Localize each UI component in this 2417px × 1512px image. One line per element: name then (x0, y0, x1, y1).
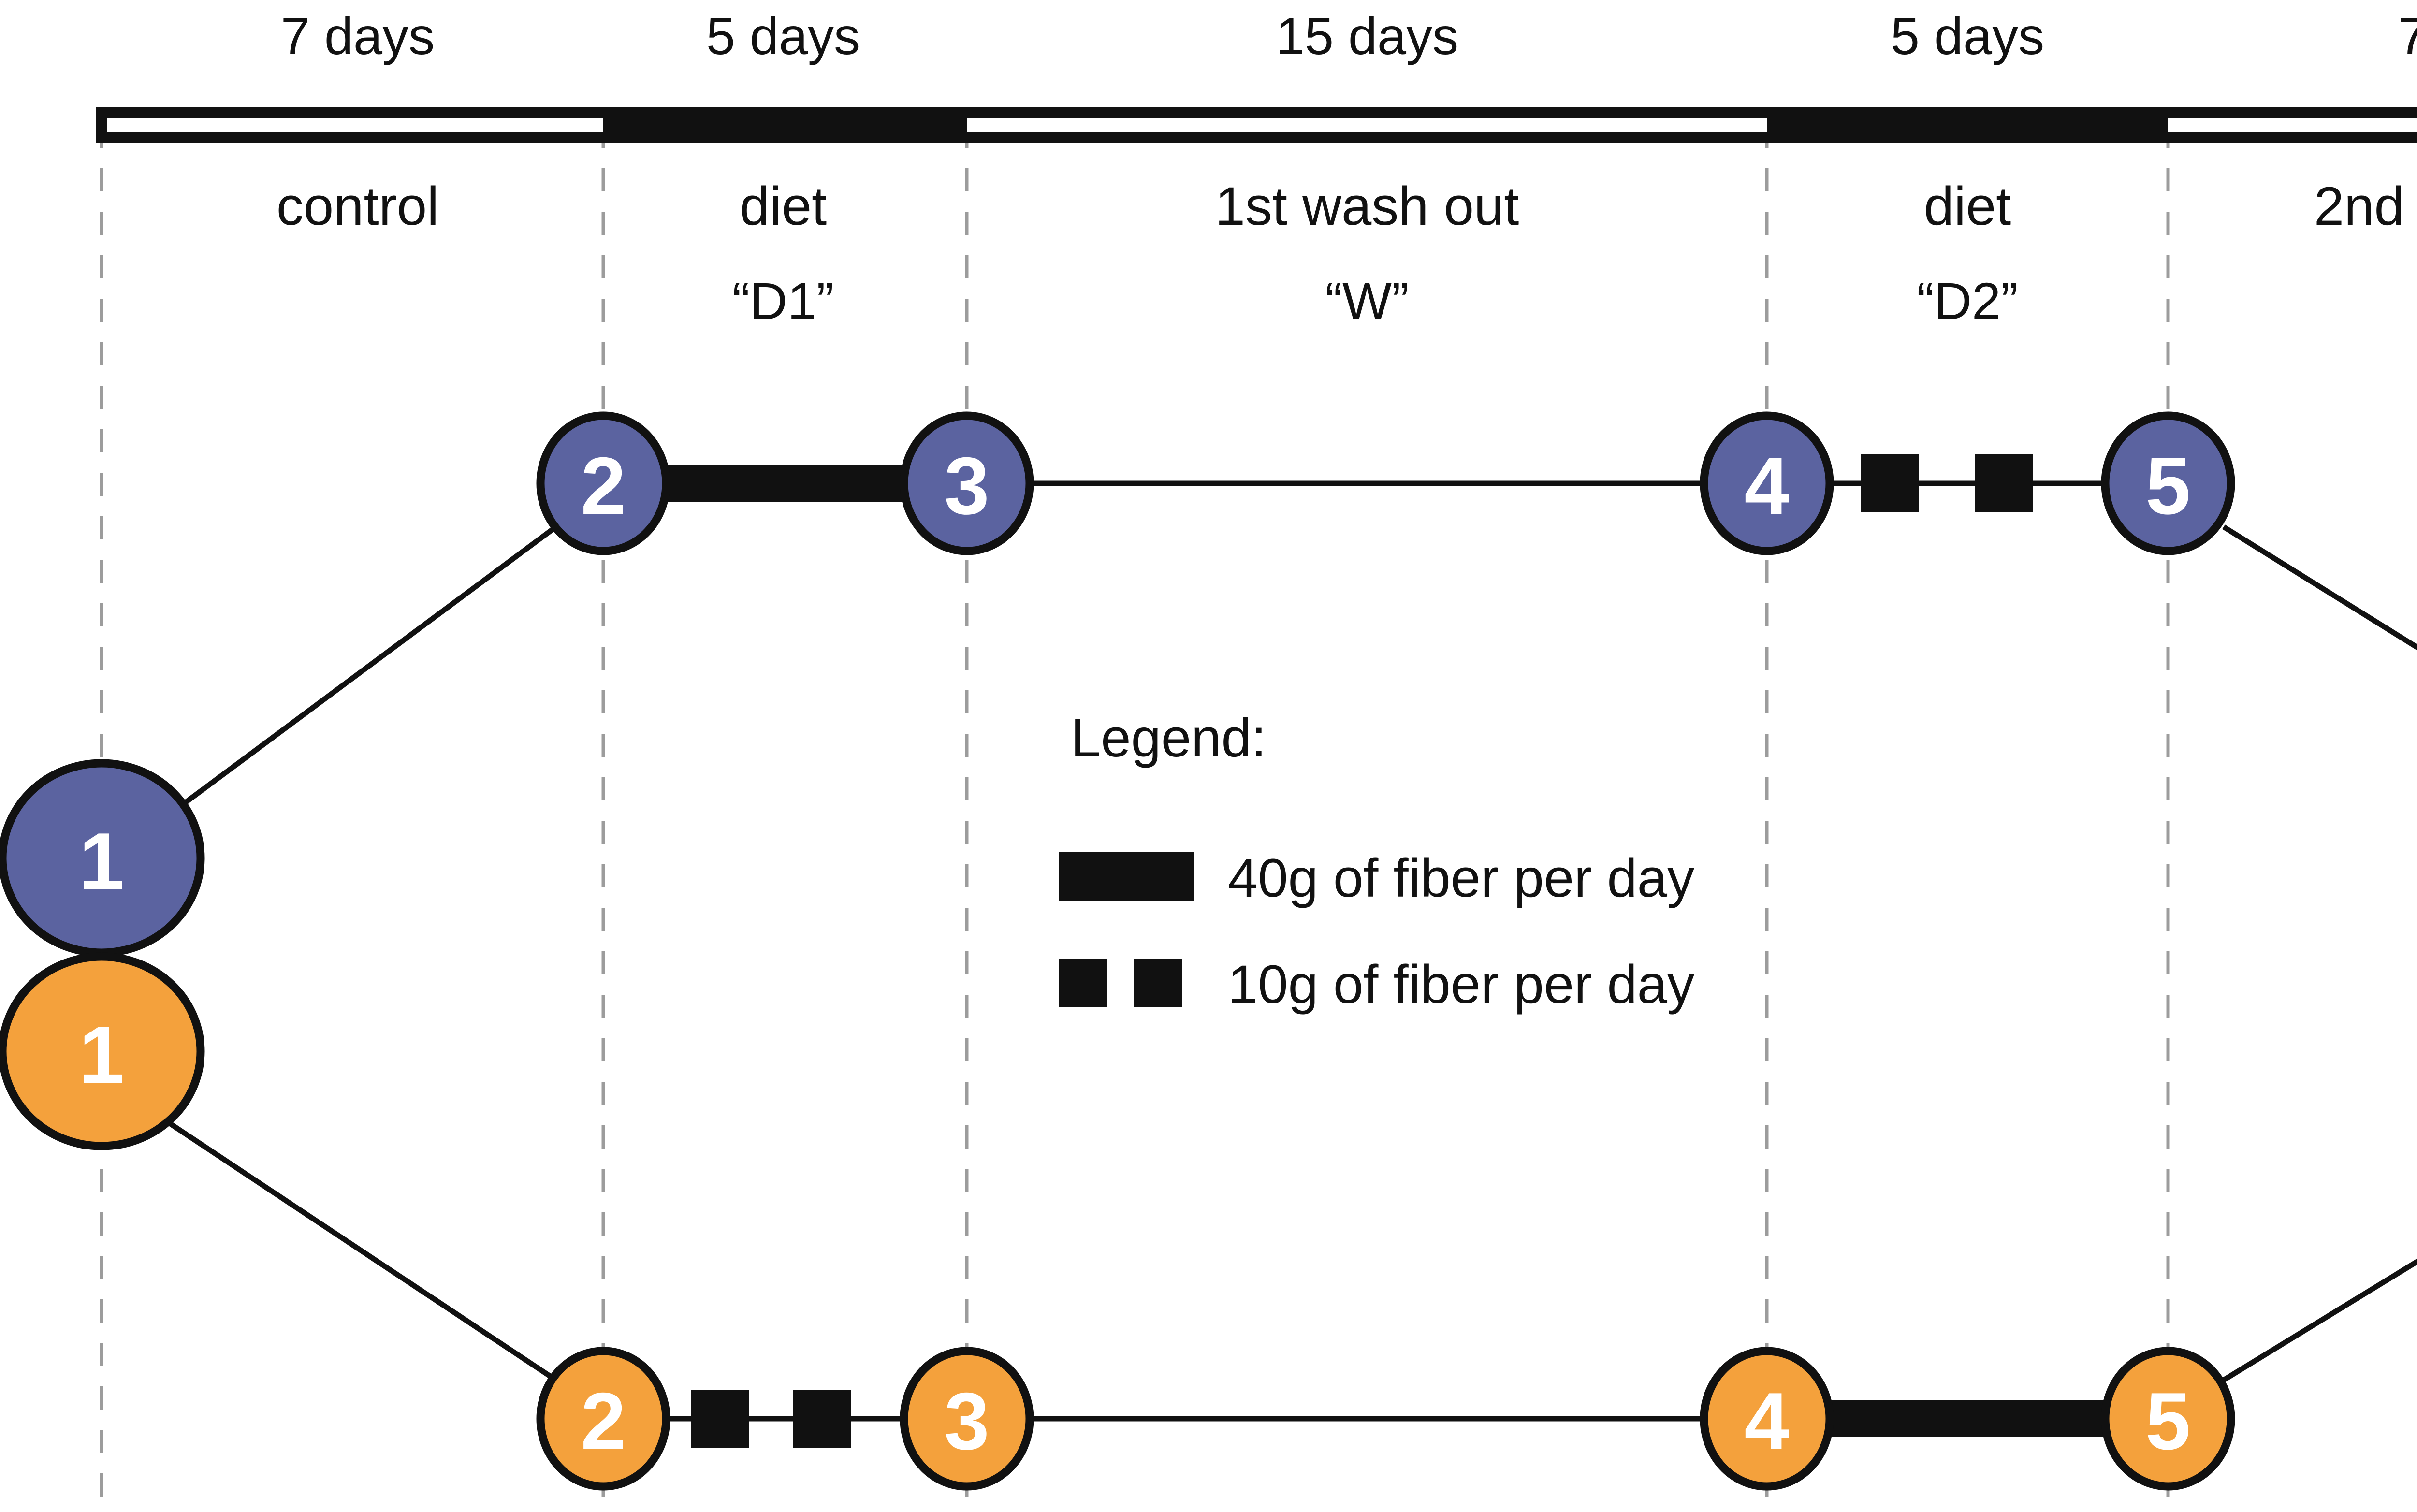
period-code-labels: “D1” “W” “D2” (732, 272, 2018, 330)
orange-node-2[interactable]: 2 (536, 1347, 670, 1491)
blue-node-2[interactable]: 2 (536, 411, 670, 555)
blue-link-4-5-dash-1 (1861, 454, 1919, 512)
orange-node-3[interactable]: 3 (900, 1347, 1034, 1491)
phase-label-diet-2: diet (1924, 176, 2011, 236)
orange-link-2-3-dash-1 (691, 1390, 749, 1448)
orange-node-1-circle[interactable] (0, 952, 205, 1150)
legend-entry-40g: 40g of fiber per day (1059, 848, 1694, 908)
phase-label-diet-1: diet (740, 176, 827, 236)
duration-label-2: 5 days (706, 7, 860, 65)
orange-link-1-2 (158, 1114, 558, 1382)
blue-node-3-circle[interactable] (900, 411, 1034, 555)
blue-node-2-circle[interactable] (536, 411, 670, 555)
blue-node-4-label: 4 (1744, 440, 1789, 531)
legend-entry-10g: 10g of fiber per day (1059, 954, 1694, 1015)
blue-link-5-6 (2222, 524, 2417, 651)
timeline-bar (96, 107, 2417, 143)
blue-node-5[interactable]: 5 (2101, 411, 2235, 555)
dashed-bar-swatch-square-2 (1134, 959, 1182, 1007)
orange-node-1-label: 1 (79, 1009, 124, 1100)
orange-arm: 1 2 3 4 5 6 (0, 952, 2417, 1491)
blue-node-1[interactable]: 1 (0, 759, 205, 957)
blue-node-5-circle[interactable] (2101, 411, 2235, 555)
legend-label-10g: 10g of fiber per day (1228, 954, 1694, 1015)
period-code-d2: “D2” (1917, 272, 2018, 330)
phase-labels: control diet 1st wash out diet 2nd wash … (277, 176, 2417, 236)
blue-node-3[interactable]: 3 (900, 411, 1034, 555)
blue-node-4-circle[interactable] (1700, 411, 1834, 555)
orange-link-2-3-dash-2 (793, 1390, 851, 1448)
duration-label-5: 7 days (2398, 7, 2417, 65)
orange-node-4-label: 4 (1744, 1376, 1789, 1467)
orange-node-2-label: 2 (581, 1376, 626, 1467)
blue-link-1-2 (158, 524, 558, 824)
duration-labels: 7 days 5 days 15 days 5 days 7 days (281, 7, 2417, 65)
duration-label-3: 15 days (1276, 7, 1458, 65)
blue-node-1-label: 1 (79, 816, 124, 907)
orange-node-2-circle[interactable] (536, 1347, 670, 1491)
phase-label-2nd-wash-out: 2nd wash out (2314, 176, 2417, 236)
legend-heading: Legend: (1071, 708, 1267, 768)
duration-label-4: 5 days (1891, 7, 2044, 65)
phase-label-control: control (277, 176, 439, 236)
timeline-bar-segment-diet-1 (603, 107, 967, 143)
gridlines (100, 125, 2170, 1503)
blue-node-2-label: 2 (581, 440, 626, 531)
blue-node-4[interactable]: 4 (1700, 411, 1834, 555)
blue-link-4-5-10g (1822, 454, 2112, 512)
orange-node-4-circle[interactable] (1700, 1347, 1834, 1491)
orange-node-5-circle[interactable] (2101, 1347, 2235, 1491)
blue-link-4-5-dash-2 (1975, 454, 2033, 512)
blue-node-3-label: 3 (944, 440, 989, 531)
blue-arm: 1 2 3 4 5 6 (0, 411, 2417, 957)
orange-node-3-label: 3 (944, 1376, 989, 1467)
orange-node-3-circle[interactable] (900, 1347, 1034, 1491)
dashed-bar-swatch-square-1 (1059, 959, 1107, 1007)
duration-label-1: 7 days (281, 7, 435, 65)
orange-link-2-3-10g (657, 1390, 914, 1448)
timeline-bar-segment-diet-2 (1767, 107, 2168, 143)
orange-node-1[interactable]: 1 (0, 952, 205, 1150)
solid-bar-swatch (1059, 852, 1194, 901)
period-code-d1: “D1” (732, 272, 834, 330)
period-code-w: “W” (1325, 272, 1409, 330)
orange-node-4[interactable]: 4 (1700, 1347, 1834, 1491)
phase-label-1st-wash-out: 1st wash out (1215, 176, 1519, 236)
legend-label-40g: 40g of fiber per day (1228, 848, 1694, 908)
orange-node-5[interactable]: 5 (2101, 1347, 2235, 1491)
legend: Legend: 40g of fiber per day 10g of fibe… (1059, 708, 1694, 1015)
orange-link-5-6 (2222, 1258, 2417, 1382)
orange-node-5-label: 5 (2145, 1376, 2190, 1467)
blue-node-5-label: 5 (2145, 440, 2190, 531)
